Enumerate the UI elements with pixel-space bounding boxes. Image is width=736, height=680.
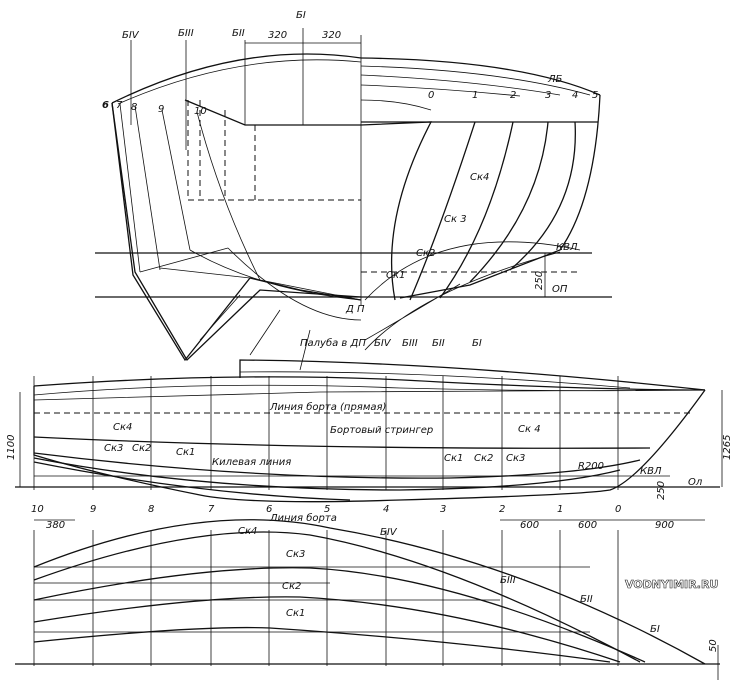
dim-600-b: 600	[578, 520, 597, 531]
station-label: 5	[324, 504, 330, 515]
label-r200: R200	[578, 461, 604, 472]
station-7: 7	[116, 100, 123, 111]
label-sk4: Ск4	[470, 172, 489, 183]
profile-view	[15, 359, 723, 521]
station-3: 3	[545, 90, 551, 101]
station-10: 10	[194, 106, 207, 117]
dim-250: 250	[534, 271, 545, 290]
label-b1: БI	[650, 624, 660, 635]
label-sk2: Ск2	[416, 248, 435, 259]
label-ol: Ол	[688, 477, 703, 488]
station-label: 6	[266, 504, 272, 515]
sheer-plan	[33, 519, 706, 665]
station-5: 5	[592, 90, 598, 101]
label-sk3: Ск 3	[444, 214, 467, 225]
label-lb: ЛБ	[547, 74, 563, 85]
profile-labels: Палуба в ДП БIV БIII БII БI Линия борта …	[6, 337, 733, 531]
label-sk2-fwd: Ск2	[474, 453, 493, 464]
dim-50: 50	[708, 639, 719, 652]
dim-320-left: 320	[268, 30, 287, 41]
label-b4: БIV	[380, 527, 398, 538]
label-sk3: Ск3	[286, 549, 305, 560]
label-sk2: Ск2	[282, 581, 301, 592]
body-plan-labels: БIV БIII БII БI 320 320 ЛБ 0 1 2 3 4 5 6…	[102, 10, 598, 315]
station-1: 1	[472, 90, 478, 101]
label-sk4-aft: Ск4	[113, 422, 132, 433]
label-sk3-aft: Ск3	[104, 443, 123, 454]
hull-outline	[33, 386, 706, 503]
label-b4: БIV	[374, 338, 392, 349]
label-b3: БIII	[402, 338, 418, 349]
station-label: 8	[148, 504, 154, 515]
label-sheer-straight: Линия борта (прямая)	[269, 401, 386, 413]
dim-1265: 1265	[722, 435, 733, 460]
label-sk1: Ск1	[286, 608, 305, 619]
dim-600-a: 600	[520, 520, 539, 531]
dim-1100: 1100	[6, 435, 17, 460]
label-b3: БIII	[500, 575, 516, 586]
label-kvl: КВЛ	[640, 466, 662, 477]
watermark: VODNYIMIR.RU	[625, 578, 718, 591]
label-kvl: КВЛ	[556, 242, 578, 253]
label-dp: Д П	[345, 304, 365, 315]
label-b3: БIII	[178, 28, 194, 39]
deck-dp	[239, 359, 706, 391]
label-b1: БI	[296, 10, 306, 21]
body-plan	[95, 28, 612, 371]
station-0: 0	[428, 90, 434, 101]
dim-380: 380	[46, 520, 65, 531]
station-9: 9	[158, 104, 164, 115]
label-b4: БIV	[122, 30, 140, 41]
station-4: 4	[572, 90, 578, 101]
station-label: 0	[615, 504, 621, 515]
stern-outline	[111, 102, 362, 362]
station-label: 7	[208, 504, 215, 515]
label-b2: БII	[232, 28, 245, 39]
plan-labels: Линия борта Ск4 Ск3 Ск2 Ск1 БIV БIII БII…	[238, 512, 719, 652]
label-b2: БII	[432, 338, 445, 349]
station-6: 6	[102, 100, 109, 111]
label-sk4-fwd: Ск 4	[518, 424, 541, 435]
station-label: 3	[440, 504, 446, 515]
label-b1: БI	[472, 338, 482, 349]
label-sk1: Ск1	[386, 270, 405, 281]
label-b2: БII	[580, 594, 593, 605]
label-sk1-aft: Ск1	[176, 447, 195, 458]
deck-line	[184, 99, 598, 126]
label-stringer: Бортовый стрингер	[330, 425, 433, 436]
label-sk1-fwd: Ск1	[444, 453, 463, 464]
dim-250-profile: 250	[656, 481, 667, 500]
label-sk3-fwd: Ск3	[506, 453, 525, 464]
plan-view	[15, 519, 720, 680]
label-keel: Килевая линия	[212, 457, 291, 468]
station-label: 4	[383, 504, 389, 515]
station-8: 8	[131, 102, 137, 113]
station-label: 9	[90, 504, 96, 515]
station-label: 2	[499, 504, 505, 515]
label-deck-dp: Палуба в ДП	[300, 337, 366, 349]
label-sk2-aft: Ск2	[132, 443, 151, 454]
station-label: 1	[557, 504, 563, 515]
sheer-aft	[111, 53, 362, 104]
dim-320-right: 320	[322, 30, 341, 41]
station-label: 10	[31, 504, 44, 515]
label-op: ОП	[552, 284, 568, 295]
label-sheer: Линия борта	[269, 512, 337, 524]
label-sk4: Ск4	[238, 526, 257, 537]
sheer-fwd	[360, 57, 601, 96]
station-2: 2	[510, 90, 516, 101]
dim-900: 900	[655, 520, 674, 531]
